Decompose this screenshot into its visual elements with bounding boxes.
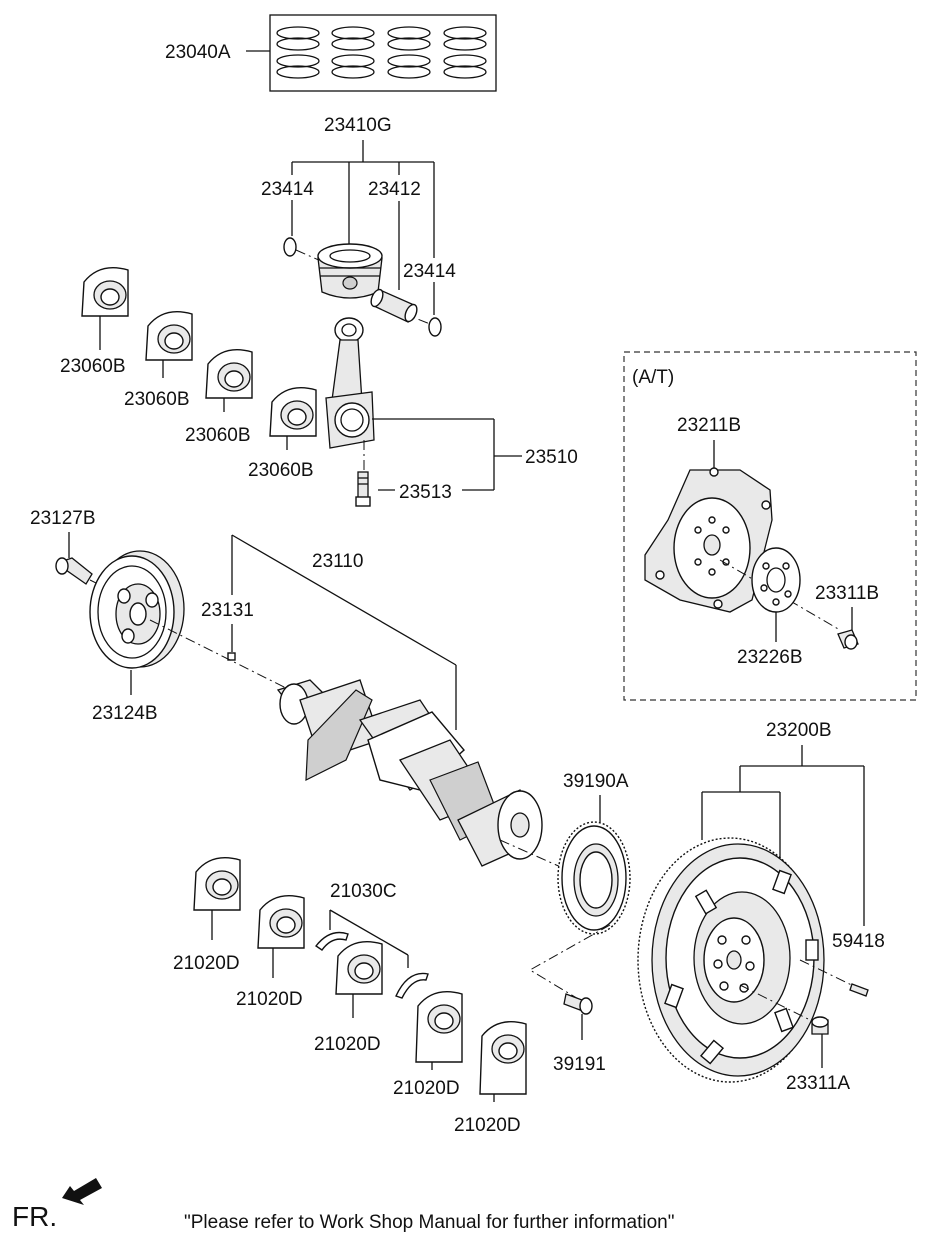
label-piston-assy: 23410G [324,115,392,136]
crankshaft[interactable] [276,679,543,867]
main-bearing-4[interactable] [415,991,463,1070]
conrod-leaders [372,418,522,491]
label-main-bearing-3: 21020D [314,1034,381,1055]
at-section-box [623,351,917,701]
label-thrust-bearing: 21030C [330,881,397,902]
label-snap-ring-right: 23414 [403,261,456,282]
conrod-bearing-4[interactable] [269,387,317,450]
flywheel-bolt[interactable] [811,1016,829,1035]
main-bearing-3[interactable] [335,941,383,1018]
drive-plate-bolt[interactable] [837,629,859,650]
thrust-bearing-leaders [329,909,409,968]
adapter-plate[interactable] [751,547,801,613]
label-rings: 23040A [165,42,231,63]
label-main-bearing-2: 21020D [236,989,303,1010]
footer-note: "Please refer to Work Shop Manual for fu… [184,1212,674,1233]
label-conrod-bolt: 23513 [399,482,452,503]
snap-ring-right[interactable] [428,317,442,337]
label-bearing-upper-3: 23060B [185,425,251,446]
label-sensor-wheel: 39190A [563,771,629,792]
main-bearing-1[interactable] [193,857,241,940]
flywheel[interactable] [637,837,825,1083]
thrust-washer-right[interactable] [395,972,429,999]
label-pulley: 23124B [92,703,158,724]
label-drive-plate: 23211B [677,415,741,436]
main-bearing-5[interactable] [479,1021,527,1102]
sensor-wheel-screw[interactable] [563,993,593,1015]
label-bearing-upper-1: 23060B [60,356,126,377]
label-sensor-screw: 39191 [553,1054,606,1075]
label-drive-plate-bolt: 23311B [815,583,879,604]
flywheel-leaders [701,745,865,926]
label-crankshaft: 23110 [312,551,363,572]
label-bearing-upper-2: 23060B [124,389,190,410]
label-bearing-upper-4: 23060B [248,460,314,481]
label-pin: 23412 [368,179,421,200]
piston-pin[interactable] [369,288,419,324]
label-snap-ring-left: 23414 [261,179,314,200]
label-key: 23131 [201,600,254,621]
conrod-bolt[interactable] [355,471,371,507]
woodruff-key[interactable] [227,652,236,661]
snap-ring-left[interactable] [283,237,297,257]
conrod-bearing-1[interactable] [81,267,129,338]
label-flywheel-bolt: 23311A [786,1073,850,1094]
label-flywheel-assy: 23200B [766,720,832,741]
drive-plate[interactable] [644,467,773,613]
crankshaft-leaders [231,534,457,730]
label-main-bearing-5: 21020D [454,1115,521,1136]
label-conrod: 23510 [525,447,578,468]
connecting-rod[interactable] [325,317,375,449]
thrust-washer-left[interactable] [314,931,349,951]
piston-rings-set[interactable] [246,14,497,92]
label-main-bearing-4: 21020D [393,1078,460,1099]
front-marker: FR. [12,1201,57,1232]
conrod-bearing-3[interactable] [205,349,253,412]
arrow-left-down-icon [62,1178,102,1205]
piston-assy-leaders [291,140,435,315]
pulley-bolt[interactable] [55,557,93,585]
label-dowel-pin: 59418 [832,931,885,952]
sensor-target-wheel[interactable] [557,821,631,935]
dowel-pin[interactable] [849,983,869,997]
label-main-bearing-1: 21020D [173,953,240,974]
piston[interactable] [317,243,383,299]
conrod-bearing-2[interactable] [145,311,193,378]
label-pulley-bolt: 23127B [30,508,96,529]
crankshaft-pulley[interactable] [89,550,185,669]
main-bearing-2[interactable] [257,895,305,978]
label-adapter-plate: 23226B [737,647,803,668]
label-at-section: (A/T) [632,367,674,388]
